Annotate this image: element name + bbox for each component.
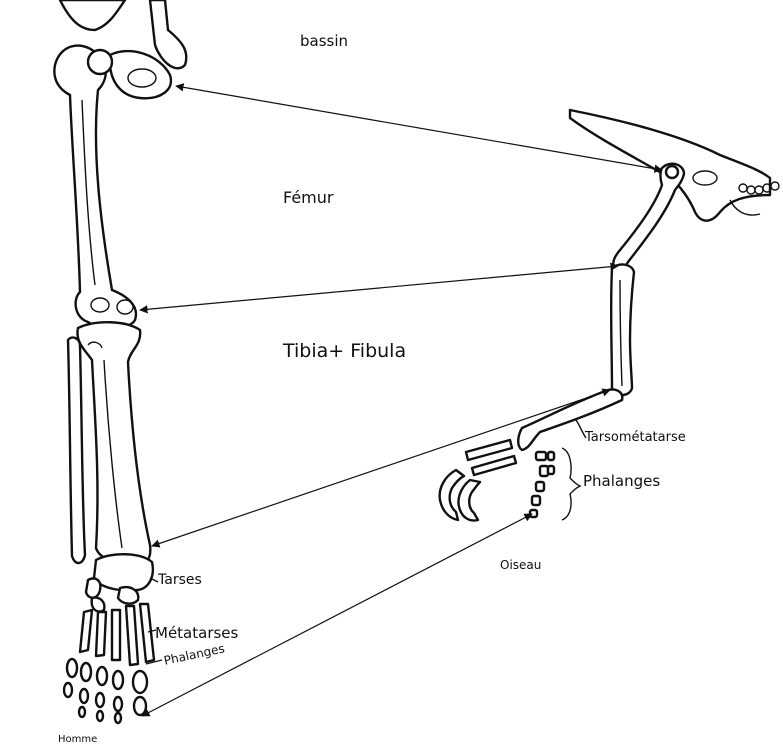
homme-label: Homme <box>58 734 97 745</box>
phalanges-arrow <box>142 514 532 716</box>
femur-label: Fémur <box>283 188 333 207</box>
bassin-label: bassin <box>300 32 348 50</box>
phalanges-bird-bracket <box>562 448 580 520</box>
metatarses-label: Métatarses <box>155 624 238 642</box>
knee-arrow <box>140 266 618 310</box>
bird-tibiotarsus <box>611 265 634 396</box>
human-tibia-fibula <box>68 322 150 565</box>
tarses-label: Tarses <box>158 572 202 588</box>
tibia-fibula-label: Tibia+ Fibula <box>283 340 406 362</box>
bird-toes <box>440 440 554 521</box>
human-foot <box>64 554 154 723</box>
phalanges-bird-label: Phalanges <box>583 472 660 490</box>
bird-femur <box>613 164 684 268</box>
tarsometatarse-label: Tarsométatarse <box>585 430 686 445</box>
oiseau-label: Oiseau <box>500 558 541 572</box>
